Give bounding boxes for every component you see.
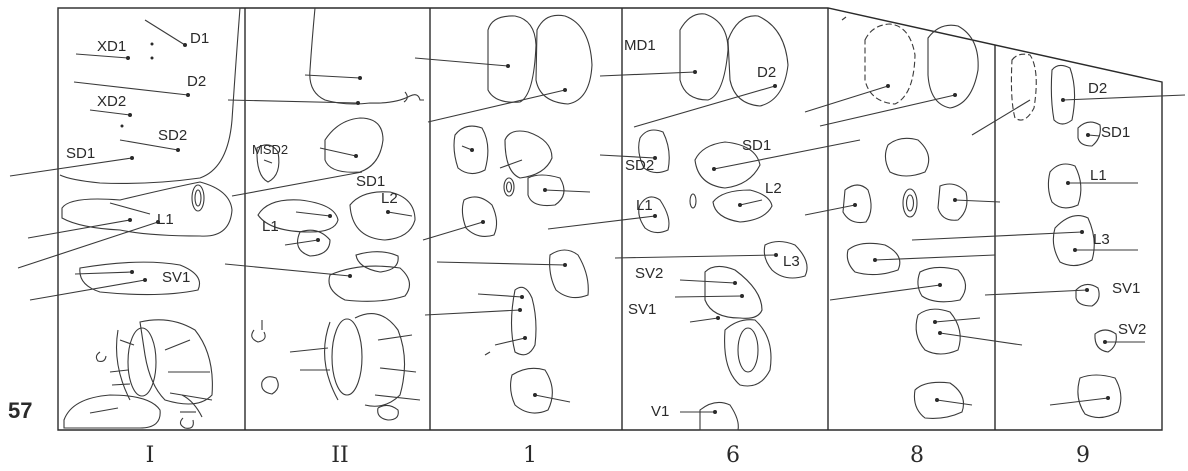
segment-label-6: 6 <box>726 443 740 468</box>
label-L3-6: L3 <box>783 253 800 270</box>
segment-label-I: I <box>146 443 155 468</box>
segment-II-labels: MSD2 SD1 L2 L1 <box>252 142 398 235</box>
label-XD1: XD1 <box>97 38 126 55</box>
segment-II-drawing <box>224 7 424 421</box>
segment-I-drawing <box>9 7 241 429</box>
label-L2-II: L2 <box>381 190 398 207</box>
segment-label-1: 1 <box>523 443 537 468</box>
label-SV1-6: SV1 <box>628 301 656 318</box>
figure-number: 57 <box>8 398 32 423</box>
segment-axis-labels: I II 1 6 8 9 <box>146 443 1090 468</box>
segment-8-drawing <box>804 16 1023 419</box>
label-D2: D2 <box>187 73 206 90</box>
label-SD1-9: SD1 <box>1101 124 1130 141</box>
segment-label-II: II <box>331 443 348 468</box>
label-MSD2: MSD2 <box>252 142 288 157</box>
segment-9-drawing <box>911 53 1186 419</box>
label-L3-9: L3 <box>1093 231 1110 248</box>
label-XD2: XD2 <box>97 93 126 110</box>
label-SV1-9: SV1 <box>1112 280 1140 297</box>
label-SV1: SV1 <box>162 269 190 286</box>
segment-frame <box>57 7 1163 431</box>
segment-6-drawing <box>547 13 861 431</box>
segment-1-drawing <box>414 14 593 414</box>
segment-label-8: 8 <box>910 443 924 468</box>
segment-6-labels: MD1 D2 SD1 SD2 L2 L1 L3 SV2 SV1 V1 <box>624 37 800 420</box>
segment-I-labels: XD1 D1 D2 XD2 SD2 SD1 L1 SV1 <box>66 30 209 286</box>
label-V1-6: V1 <box>651 403 669 420</box>
label-D1: D1 <box>190 30 209 47</box>
label-SV2-6: SV2 <box>635 265 663 282</box>
label-SD2-6: SD2 <box>625 157 654 174</box>
segment-9-labels: D2 SD1 L1 L3 SV1 SV2 <box>1088 80 1146 338</box>
label-L1-II: L1 <box>262 218 279 235</box>
label-SD1-6: SD1 <box>742 137 771 154</box>
segment-label-9: 9 <box>1076 443 1090 468</box>
label-D2-9: D2 <box>1088 80 1107 97</box>
label-SD1-II: SD1 <box>356 173 385 190</box>
label-D2-6: D2 <box>757 64 776 81</box>
label-SD2: SD2 <box>158 127 187 144</box>
label-L1: L1 <box>157 211 174 228</box>
label-L1-6: L1 <box>636 197 653 214</box>
label-L1-9: L1 <box>1090 167 1107 184</box>
label-L2-6: L2 <box>765 180 782 197</box>
label-MD1: MD1 <box>624 37 656 54</box>
label-SD1: SD1 <box>66 145 95 162</box>
label-SV2-9: SV2 <box>1118 321 1146 338</box>
